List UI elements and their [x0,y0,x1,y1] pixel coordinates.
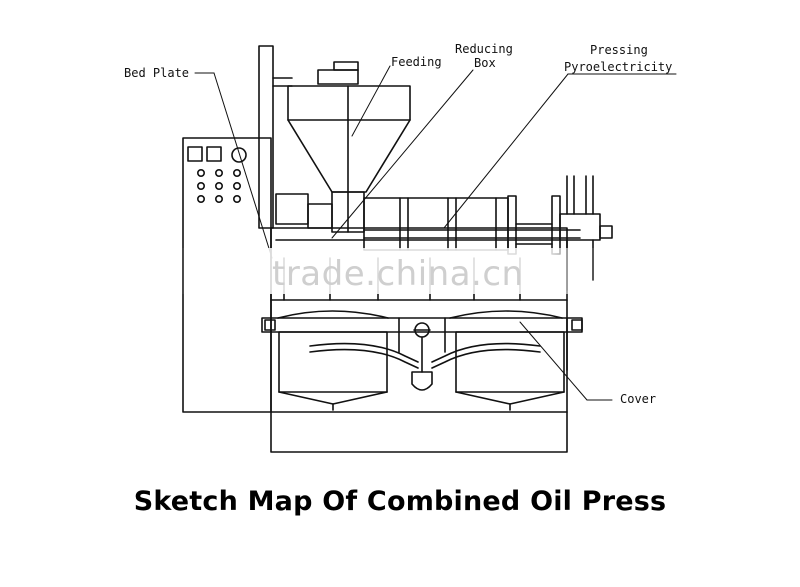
label-bed-plate: Bed Plate [124,66,190,80]
label-pressing: Pressing [590,43,648,57]
diagram-title: Sketch Map Of Combined Oil Press [133,486,667,517]
pipes-and-pump [309,317,541,391]
watermark-band [180,248,600,294]
label-cover: Cover [620,392,657,406]
pressing-chamber [363,175,613,291]
watermark-text: trade.china.cn [272,254,524,294]
right-tank [449,310,565,411]
label-pyroelectricity: Pyroelectricity [564,60,673,74]
label-reducing: Reducing [455,42,513,56]
reducing-box [275,193,333,229]
left-tank [277,310,389,411]
label-box: Box [474,56,496,70]
label-feeding: Feeding [391,55,442,69]
leader-lines [194,65,677,401]
feeding-hopper [287,85,411,233]
filter-rail [261,317,583,371]
